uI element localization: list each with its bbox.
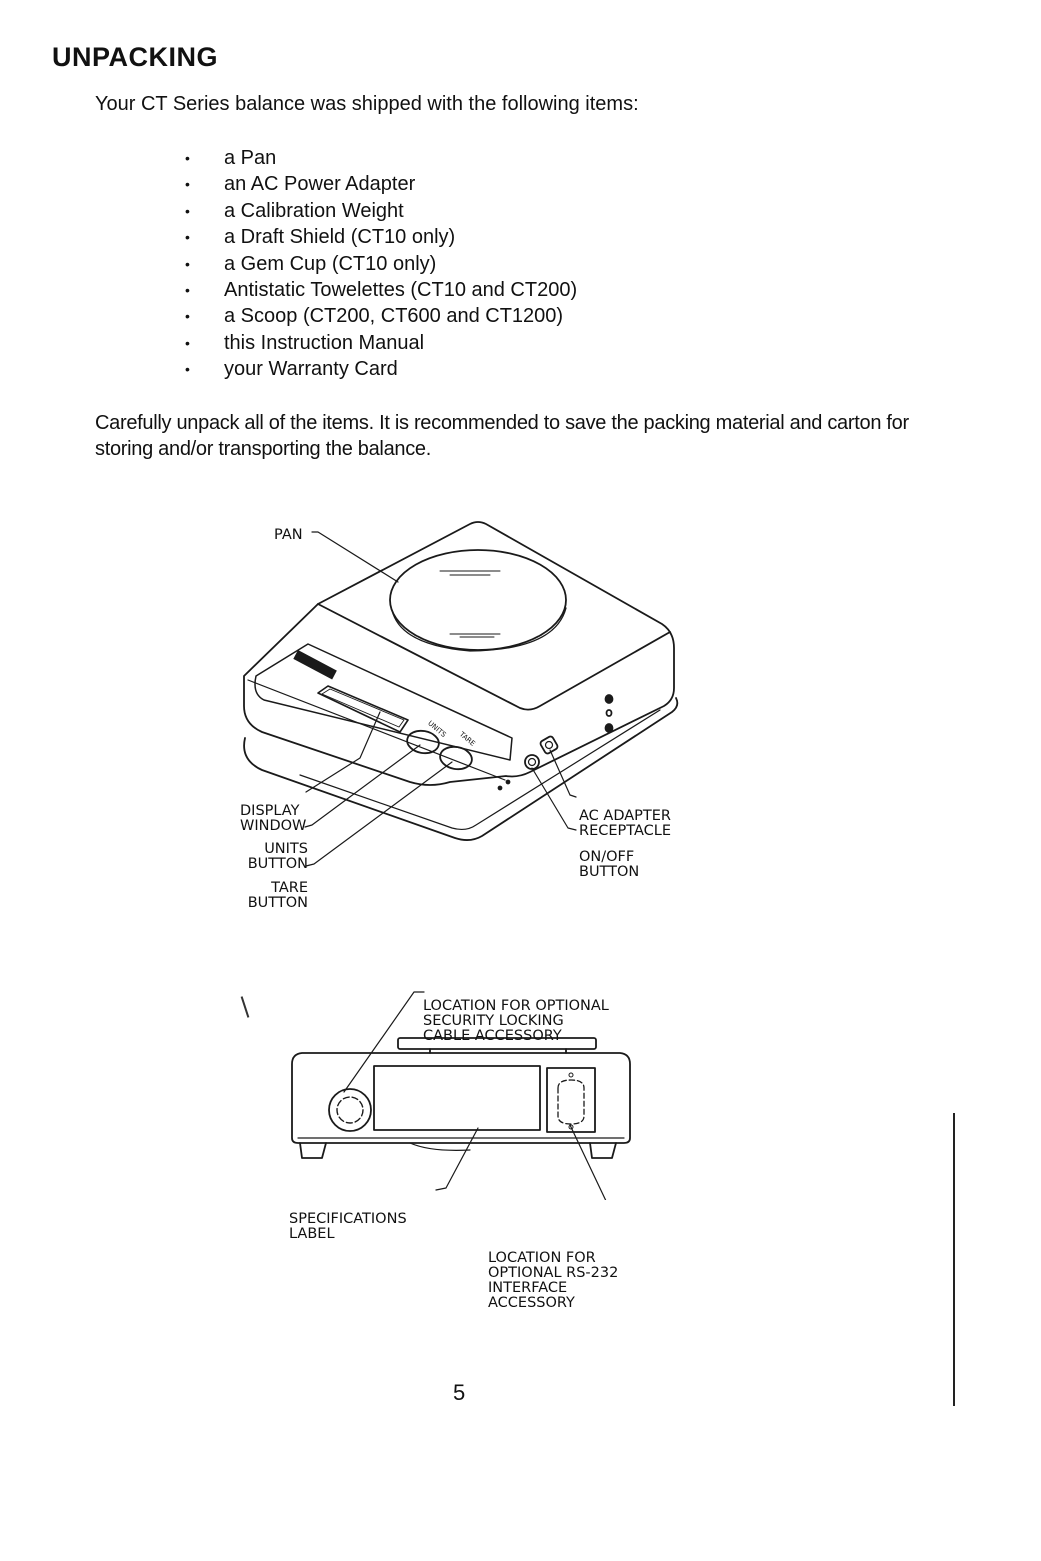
display-leader (305, 711, 381, 793)
list-item-text: an AC Power Adapter (224, 173, 416, 196)
unpacking-paragraph: Carefully unpack all of the items. It is… (95, 412, 909, 460)
units-button (406, 729, 440, 755)
list-item-text: a Gem Cup (CT10 only) (224, 252, 437, 275)
specifications-label-plate (373, 1065, 541, 1131)
bullet-icon: • (185, 229, 190, 246)
bullet-icon: • (185, 281, 190, 298)
list-item: • a Gem Cup (CT10 only) (185, 251, 577, 277)
bullet-icon: • (185, 361, 190, 378)
bullet-icon: • (185, 176, 190, 193)
side-vent-icon (604, 723, 614, 733)
on-off-leader (531, 767, 577, 831)
balance-perspective-illustration (243, 521, 679, 867)
foot (299, 1142, 327, 1159)
bullet-icon: • (185, 334, 190, 351)
ac-adapter-receptacle (539, 735, 559, 755)
pan-edge (397, 1037, 597, 1050)
list-item-text: a Scoop (CT200, CT600 and CT1200) (224, 305, 564, 328)
tare-leader (305, 761, 453, 867)
spec-label-leader (435, 1127, 479, 1191)
units-leader (304, 744, 421, 828)
list-item-text: a Draft Shield (CT10 only) (224, 226, 456, 249)
security-leader (343, 991, 425, 1093)
base-slab (243, 697, 679, 841)
rs232-leader (569, 1124, 607, 1200)
pan-leader (311, 531, 399, 583)
side-vent-icon (605, 709, 613, 717)
balance-rear-illustration (291, 991, 631, 1200)
shipped-items-list: • a Pan • an AC Power Adapter • a Calibrati… (185, 145, 577, 383)
bullet-icon: • (185, 150, 190, 166)
bullet-icon: • (185, 308, 190, 325)
security-lock-location (328, 1088, 372, 1132)
intro-text: Your CT Series balance was shipped with … (95, 93, 639, 115)
list-item: • this Instruction Manual (185, 330, 577, 356)
page-number: 5 (453, 1380, 466, 1405)
list-item: • Antistatic Towelettes (CT10 and CT200) (185, 277, 577, 303)
list-item-text: a Calibration Weight (224, 199, 404, 222)
list-item-text: this Instruction Manual (224, 331, 425, 354)
pan (389, 549, 567, 651)
list-item: • a Draft Shield (CT10 only) (185, 224, 577, 250)
body-outline (243, 521, 675, 786)
list-item: • a Scoop (CT200, CT600 and CT1200) (185, 303, 577, 329)
pan-label: PAN (274, 527, 303, 543)
foot (589, 1142, 617, 1159)
page-heading: UNPACKING (52, 42, 218, 72)
front-panel (254, 643, 513, 761)
side-vent-icon (604, 694, 614, 704)
list-item: • a Pan (185, 145, 577, 171)
margin-rule (953, 1113, 955, 1406)
list-item: • your Warranty Card (185, 356, 577, 382)
bullet-icon: • (185, 202, 190, 219)
rear-body (291, 1052, 631, 1144)
list-item: • an AC Power Adapter (185, 171, 577, 197)
display-window (317, 685, 409, 733)
rs232-port-location (546, 1067, 596, 1133)
list-item-text: Antistatic Towelettes (CT10 and CT200) (224, 278, 578, 301)
on-off-button (524, 754, 540, 770)
bullet-icon: • (185, 255, 190, 272)
list-item: • a Calibration Weight (185, 198, 577, 224)
tare-button (439, 745, 473, 771)
ac-adapter-leader (549, 749, 577, 798)
brand-logo (293, 650, 337, 680)
list-item-text: a Pan (224, 147, 277, 169)
list-item-text: your Warranty Card (224, 358, 398, 381)
